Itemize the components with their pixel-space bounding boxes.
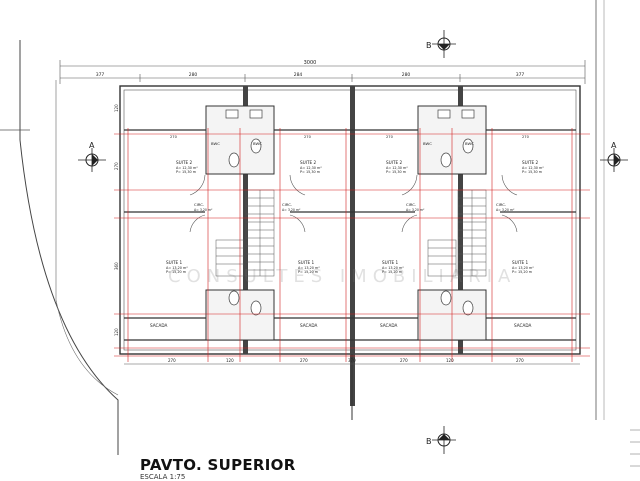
party-walls — [243, 86, 463, 406]
room-area: A= 12,30 m² — [522, 166, 544, 170]
room-perimeter: P= 15,30 m — [300, 170, 321, 174]
dimension-grid — [114, 128, 590, 362]
bath-label: BWC — [211, 141, 220, 146]
svg-text:A: A — [611, 141, 617, 150]
room-area: A= 12,30 m² — [176, 166, 198, 170]
room-perimeter: P= 15,20 m — [298, 270, 319, 274]
door-swings — [189, 174, 518, 233]
svg-text:B: B — [426, 437, 432, 446]
staircase-right — [427, 189, 487, 277]
dim-bottom-2: 120 — [226, 358, 234, 363]
room-name: SUITE 2 — [386, 160, 402, 165]
watermark: CONSULTES IMOBILIARIA — [168, 266, 517, 287]
dim-room-width: 270 — [304, 135, 312, 139]
bath-label: BWC — [253, 141, 262, 146]
dim-room-width: 270 — [522, 135, 530, 139]
dim-side-4: 120 — [114, 328, 119, 336]
dim-top-2: 280 — [189, 72, 198, 78]
closet-area: A= 3,20 m² — [194, 208, 213, 212]
balcony-label: SACADA — [514, 323, 531, 328]
dim-side-2: 270 — [114, 162, 119, 170]
svg-text:A: A — [89, 141, 95, 150]
room-area: A= 13,20 m² — [298, 266, 320, 270]
room-name: SUITE 1 — [512, 260, 528, 265]
room-perimeter: P= 15,20 m — [166, 270, 187, 274]
top-dimensions — [59, 60, 586, 84]
room-perimeter: P= 15,20 m — [512, 270, 533, 274]
closet-name: CIRC. — [406, 202, 416, 207]
room-perimeter: P= 15,20 m — [382, 270, 403, 274]
room-perimeter: P= 15,30 m — [176, 170, 197, 174]
staircase-left — [215, 189, 275, 277]
balcony-label: SACADA — [300, 323, 317, 328]
dim-bottom-5: 270 — [400, 358, 408, 363]
dim-bottom-6: 120 — [446, 358, 454, 363]
room-name: SUITE 1 — [382, 260, 398, 265]
bath-fixtures — [225, 109, 475, 316]
site-boundary — [19, 40, 119, 455]
room-area: A= 13,20 m² — [166, 266, 188, 270]
room-name: SUITE 2 — [300, 160, 316, 165]
dim-side-1: 120 — [114, 104, 119, 112]
dim-top-4: 280 — [402, 72, 411, 78]
drawing-title: PAVTO. SUPERIOR — [140, 456, 296, 474]
unit-1-labels: SUITE 2 A= 12,30 m² P= 15,30 m SUITE 1 A… — [150, 141, 220, 328]
legend-edge — [630, 429, 640, 467]
dim-top-5: 377 — [516, 72, 525, 78]
closet-name: CIRC. — [194, 202, 204, 207]
room-area: A= 13,20 m² — [382, 266, 404, 270]
bath-label: BWC — [423, 141, 432, 146]
dim-overall-top: 3000 — [304, 60, 317, 66]
unit-4-labels: SUITE 2 A= 12,30 m² P= 15,30 m SUITE 1 A… — [465, 141, 544, 328]
closet-area: A= 3,20 m² — [406, 208, 425, 212]
closet-area: A= 3,20 m² — [282, 208, 301, 212]
room-area: A= 12,30 m² — [386, 166, 408, 170]
balcony-label: SACADA — [150, 323, 167, 328]
closet-name: CIRC. — [282, 202, 292, 207]
dim-top-1: 377 — [96, 72, 105, 78]
room-area: A= 12,30 m² — [300, 166, 322, 170]
dim-bottom-3: 270 — [300, 358, 308, 363]
site-boundary-inner — [55, 80, 119, 396]
dim-room-width: 270 — [170, 135, 178, 139]
dim-room-width: 270 — [386, 135, 394, 139]
bath-label: BWC — [465, 141, 474, 146]
section-marker-a-left: A — [78, 141, 106, 172]
drawing-scale: ESCALA 1:75 — [140, 473, 186, 481]
room-perimeter: P= 15,30 m — [522, 170, 543, 174]
room-name: SUITE 1 — [298, 260, 314, 265]
section-marker-a-right: A — [600, 141, 628, 172]
room-walls — [124, 129, 576, 341]
unit-2-labels: SUITE 2 A= 12,30 m² P= 15,30 m SUITE 1 A… — [253, 141, 322, 328]
dim-bottom-7: 270 — [516, 358, 524, 363]
room-name: SUITE 2 — [176, 160, 192, 165]
room-name: SUITE 1 — [166, 260, 182, 265]
dim-bottom-1: 270 — [168, 358, 176, 363]
room-area: A= 13,20 m² — [512, 266, 534, 270]
section-marker-b-top: B — [426, 30, 456, 58]
section-marker-b-bottom: B — [426, 426, 456, 454]
room-name: SUITE 2 — [522, 160, 538, 165]
unit-3-labels: SUITE 2 A= 12,30 m² P= 15,30 m SUITE 1 A… — [380, 141, 432, 328]
closet-area: A= 3,20 m² — [496, 208, 515, 212]
dim-bottom-4: 370 — [348, 358, 356, 363]
dim-top-3: 284 — [294, 72, 303, 78]
balcony-label: SACADA — [380, 323, 397, 328]
dim-side-3: 360 — [114, 262, 119, 270]
closet-name: CIRC. — [496, 202, 506, 207]
room-perimeter: P= 15,30 m — [386, 170, 407, 174]
svg-text:B: B — [426, 41, 432, 50]
